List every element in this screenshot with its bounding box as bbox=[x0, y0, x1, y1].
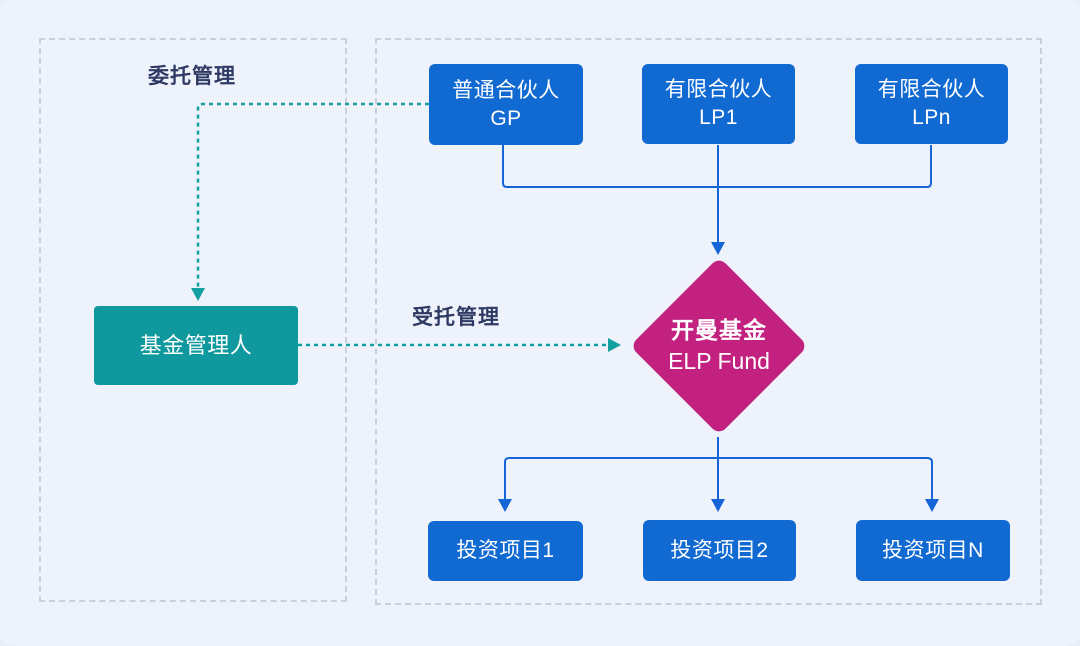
node-limited-partner-n-line2: LPn bbox=[912, 106, 951, 129]
node-investment-project-1-label: 投资项目1 bbox=[456, 539, 555, 563]
fund-diamond-shape bbox=[633, 260, 805, 432]
node-investment-project-n-label: 投资项目N bbox=[882, 538, 984, 562]
node-limited-partner-n-line1: 有限合伙人 bbox=[877, 78, 986, 102]
delegate-management-label: 委托管理 bbox=[148, 65, 236, 88]
node-limited-partner-1-line2: LP1 bbox=[699, 106, 738, 129]
node-cayman-fund-line1: 开曼基金 bbox=[671, 316, 767, 343]
arrow-down-projectN-icon bbox=[925, 499, 939, 512]
left-dashed-container bbox=[39, 38, 347, 602]
node-limited-partner-n: 有限合伙人 LPn bbox=[855, 64, 1008, 144]
arrow-right-into-fund-icon bbox=[608, 338, 621, 352]
node-investment-project-1: 投资项目1 bbox=[428, 521, 583, 581]
node-investment-project-2-label: 投资项目2 bbox=[670, 538, 769, 562]
gp-to-manager-dashed-line bbox=[196, 102, 429, 288]
arrow-down-project2-icon bbox=[711, 499, 725, 512]
node-fund-manager: 基金管理人 bbox=[94, 306, 298, 385]
node-cayman-fund: 开曼基金 ELP Fund bbox=[629, 256, 809, 436]
node-general-partner: 普通合伙人 GP bbox=[429, 64, 583, 145]
node-general-partner-line2: GP bbox=[490, 106, 522, 130]
node-investment-project-2: 投资项目2 bbox=[643, 520, 796, 581]
node-fund-manager-label: 基金管理人 bbox=[139, 332, 253, 358]
arrow-down-project1-icon bbox=[498, 499, 512, 512]
arrow-down-into-fund-icon bbox=[711, 242, 725, 255]
node-general-partner-line1: 普通合伙人 bbox=[452, 78, 560, 102]
entrusted-management-label: 受托管理 bbox=[412, 306, 500, 329]
node-cayman-fund-line2: ELP Fund bbox=[668, 348, 770, 374]
node-limited-partner-1-line1: 有限合伙人 bbox=[664, 78, 773, 102]
right-dashed-container bbox=[375, 38, 1042, 605]
node-limited-partner-1: 有限合伙人 LP1 bbox=[642, 64, 795, 144]
projects-bus-line bbox=[504, 457, 933, 499]
arrow-down-into-manager-icon bbox=[191, 288, 205, 301]
node-investment-project-n: 投资项目N bbox=[856, 520, 1010, 581]
